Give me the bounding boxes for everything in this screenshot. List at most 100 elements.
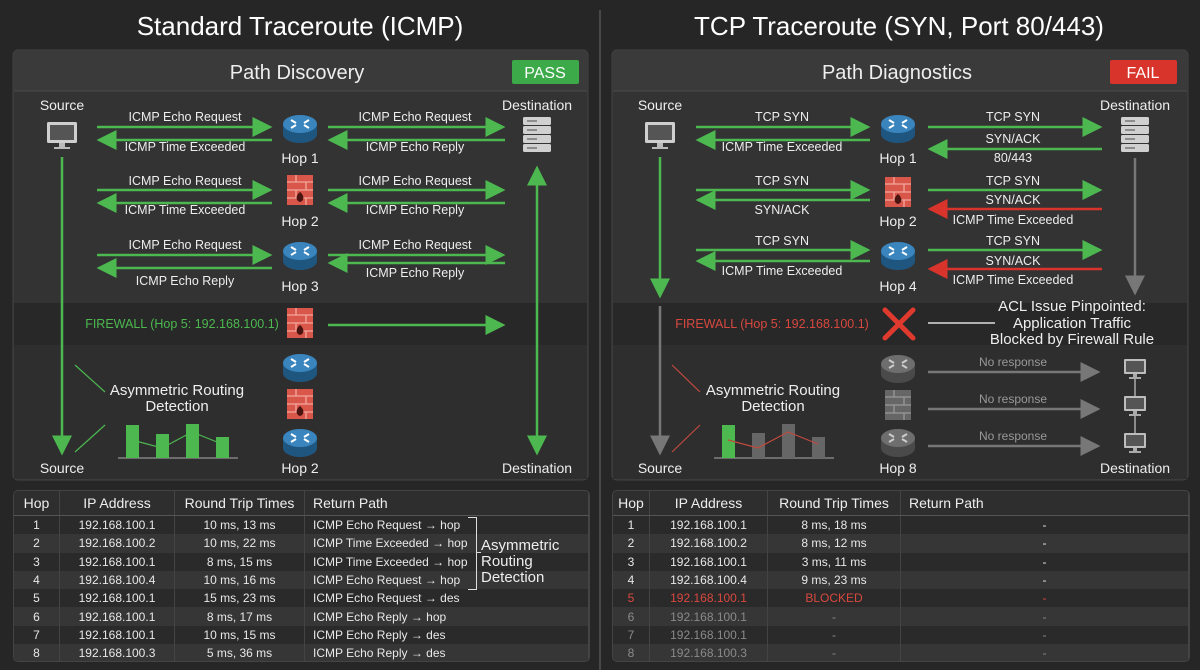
return-path-cell: ICMP Echo Reply → des [304, 644, 589, 661]
ip-cell: 192.168.100.1 [649, 607, 768, 626]
row2-left-bottom: ICMP Time Exceeded [125, 203, 246, 217]
no-response-label: No response [979, 392, 1047, 406]
firewall-label: FIREWALL (Hop 5: 192.168.100.1) [85, 317, 279, 331]
row2-right-mid: SYN/ACK [986, 193, 1042, 207]
hop-cell: 7 [613, 625, 650, 645]
col-return-path: Return Path [900, 491, 1189, 516]
hop-cell: 8 [613, 644, 650, 661]
hop-cell: 4 [14, 570, 60, 590]
asymmetric-label-2: Detection [145, 398, 208, 415]
ip-cell: 192.168.100.1 [59, 552, 175, 571]
row3-left-bottom: ICMP Echo Reply [136, 274, 235, 288]
rtt-cell: 10 ms, 15 ms [174, 625, 305, 645]
hop-cell: 6 [613, 607, 650, 626]
return-path-cell: ICMP Echo Reply → des [304, 625, 589, 645]
rtt-cell: - [767, 607, 901, 626]
asymmetric-label-2: Detection [741, 398, 804, 415]
right-panel: Path Diagnostics FAIL Source Destination… [611, 49, 1189, 481]
hop2-firewall-icon [286, 174, 314, 206]
right-title: TCP Traceroute (SYN, Port 80/443) [694, 11, 1104, 41]
return-path-cell: ICMP Echo Request → des [304, 589, 589, 608]
hop-cell: 3 [613, 552, 650, 571]
ip-cell: 192.168.100.1 [59, 607, 175, 626]
hop4-router-icon [880, 241, 916, 271]
source-label: Source [40, 97, 85, 113]
row2-right-top: TCP SYN [986, 174, 1040, 188]
hop2-label: Hop 2 [281, 213, 319, 229]
ip-cell: 192.168.100.1 [649, 552, 768, 571]
hop3-router-icon [282, 241, 318, 271]
row1-right-bottom: 80/443 [994, 151, 1032, 165]
return-path-cell: ICMP Echo Request → hop [304, 515, 589, 535]
hop-cell: 5 [613, 589, 650, 608]
firewall-label: FIREWALL (Hop 5: 192.168.100.1) [675, 317, 869, 331]
acl-line-2: Application Traffic [1013, 315, 1132, 332]
asymmetric-mini-chart [74, 364, 238, 459]
asymmetric-mini-chart [671, 364, 834, 459]
return-path-cell: - [900, 607, 1189, 626]
row2-left-top: ICMP Echo Request [128, 174, 242, 188]
row1-left-bottom: ICMP Time Exceeded [722, 140, 843, 154]
col-rtt: Round Trip Times [174, 491, 305, 516]
rtt-cell: 8 ms, 17 ms [174, 607, 305, 626]
hop-cell: 4 [613, 570, 650, 590]
row2-right-bottom: ICMP Time Exceeded [953, 213, 1074, 227]
ip-cell: 192.168.100.4 [59, 570, 175, 590]
col-rtt: Round Trip Times [767, 491, 901, 516]
pass-badge-label: PASS [524, 65, 566, 82]
annotation-line: Detection [481, 569, 545, 586]
col-hop: Hop [14, 491, 60, 516]
row3-left-top: ICMP Echo Request [128, 238, 242, 252]
firewall-icon [286, 388, 314, 420]
rtt-cell: - [767, 644, 901, 661]
row3-right-top: TCP SYN [986, 234, 1040, 248]
ip-cell: 192.168.100.1 [59, 625, 175, 645]
ip-cell: 192.168.100.3 [649, 644, 768, 661]
bottom-destination-label: Destination [502, 460, 572, 476]
ip-cell: 192.168.100.1 [649, 589, 768, 608]
ip-cell: 192.168.100.1 [59, 589, 175, 608]
rtt-cell: 8 ms, 12 ms [767, 534, 901, 553]
router-icon [282, 353, 318, 383]
row3-right-bottom: ICMP Echo Reply [366, 266, 465, 280]
return-path-cell: - [900, 515, 1189, 535]
row3-left-top: TCP SYN [755, 234, 809, 248]
rtt-cell: 8 ms, 18 ms [767, 515, 901, 535]
row1-right-mid: SYN/ACK [986, 132, 1042, 146]
hop-cell: 1 [613, 515, 650, 535]
ip-cell: 192.168.100.2 [59, 534, 175, 553]
blocked-x-icon [882, 307, 916, 341]
rtt-cell: 5 ms, 36 ms [174, 644, 305, 661]
rtt-cell: 10 ms, 16 ms [174, 570, 305, 590]
ip-cell: 192.168.100.1 [649, 625, 768, 645]
hop1-label: Hop 1 [281, 150, 319, 166]
fail-badge-label: FAIL [1127, 65, 1160, 82]
rtt-cell: 9 ms, 23 ms [767, 570, 901, 590]
row1-left-top: ICMP Echo Request [128, 110, 242, 124]
asymmetric-bracket-tick [476, 552, 481, 553]
router-icon-unreached [880, 428, 916, 458]
destination-label: Destination [502, 97, 572, 113]
return-path-cell: - [900, 570, 1189, 590]
hop3-label: Hop 3 [281, 278, 319, 294]
tcp-results-table: Hop IP Address Round Trip Times Return P… [612, 490, 1190, 662]
hop2-firewall-icon [884, 176, 912, 208]
router-icon-unreached [880, 354, 916, 384]
hop2-label: Hop 2 [879, 213, 917, 229]
source-label: Source [638, 97, 683, 113]
asymmetric-bracket [468, 517, 477, 590]
hop-cell: 5 [14, 589, 60, 608]
row1-left-top: TCP SYN [755, 110, 809, 124]
hop5-firewall-icon [286, 307, 314, 339]
